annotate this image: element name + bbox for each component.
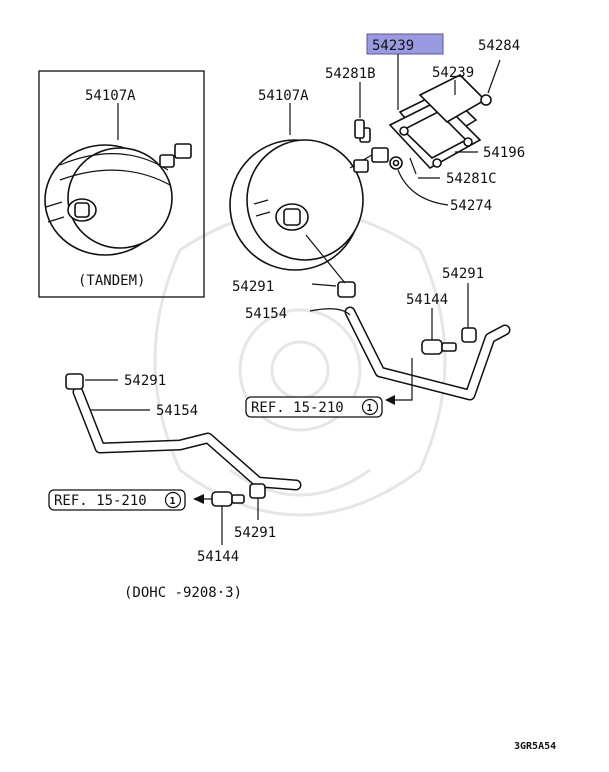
leader-clamp-upper-left — [311, 283, 337, 287]
tandem-brake-booster — [44, 143, 192, 256]
label-spacer: 54196 — [483, 145, 525, 161]
washer-part — [389, 156, 403, 170]
tandem-box — [38, 70, 205, 298]
ref-upper-button[interactable]: REF. 15-210 1 — [245, 396, 383, 418]
gasket-assembly — [388, 74, 487, 170]
label-booster-main: 54107A — [258, 88, 309, 104]
upper-vacuum-hose — [344, 306, 511, 401]
label-washer: 54274 — [450, 198, 492, 214]
label-hose-lower: 54154 — [156, 403, 198, 419]
lower-hose-clamp-top — [65, 373, 84, 390]
leader-washer — [397, 169, 449, 206]
ref-lower-text[interactable]: REF. 15-210 — [54, 493, 147, 509]
upper-hose-clamp-left — [337, 281, 356, 298]
label-clamp-lower-top: 54291 — [124, 373, 166, 389]
label-pin-c: 54281C — [446, 171, 497, 187]
pin-b-part — [354, 119, 365, 139]
arrow-ref-upper-icon — [385, 395, 395, 405]
ref-upper-text[interactable]: REF. 15-210 — [251, 400, 344, 416]
label-clamp-upper-right: 54291 — [442, 266, 484, 282]
label-tandem-note: (TANDEM) — [78, 273, 145, 289]
lower-check-valve — [211, 491, 245, 507]
ref-lower-circle-num[interactable]: 1 — [170, 496, 176, 507]
label-diagram-code: 3GR5A54 — [514, 741, 556, 752]
lower-hose-clamp-bottom — [249, 483, 266, 499]
ref-lower-button[interactable]: REF. 15-210 1 — [48, 489, 186, 511]
highlight-part-box[interactable] — [366, 33, 444, 55]
ref-upper-circle-num[interactable]: 1 — [367, 403, 373, 414]
arrow-ref-lower-icon — [193, 494, 204, 504]
label-clamp-lower-bottom: 54291 — [234, 525, 276, 541]
lower-vacuum-hose — [72, 386, 302, 491]
label-booster-tandem: 54107A — [85, 88, 136, 104]
main-brake-booster — [229, 127, 389, 271]
label-valve-lower: 54144 — [197, 549, 239, 565]
label-clamp-upper-left: 54291 — [232, 279, 274, 295]
leader-booster-to-clamp — [305, 234, 346, 284]
label-dohc-note: (DOHC -9208·3) — [124, 585, 242, 601]
label-gasket-top: 54239 — [432, 65, 474, 81]
label-pin-b: 54281B — [325, 66, 376, 82]
label-valve-upper: 54144 — [406, 292, 448, 308]
label-bolt: 54284 — [478, 38, 520, 54]
upper-check-valve — [421, 339, 457, 355]
leader-hose-upper — [309, 308, 351, 316]
watermark-emblem — [153, 208, 447, 517]
label-highlight-part[interactable]: 54239 — [372, 38, 414, 54]
bolt-part — [480, 59, 501, 106]
upper-hose-clamp-right — [461, 327, 477, 343]
label-hose-upper: 54154 — [245, 306, 287, 322]
pin-c-part — [409, 157, 417, 175]
leader-ref-upper — [395, 358, 413, 401]
